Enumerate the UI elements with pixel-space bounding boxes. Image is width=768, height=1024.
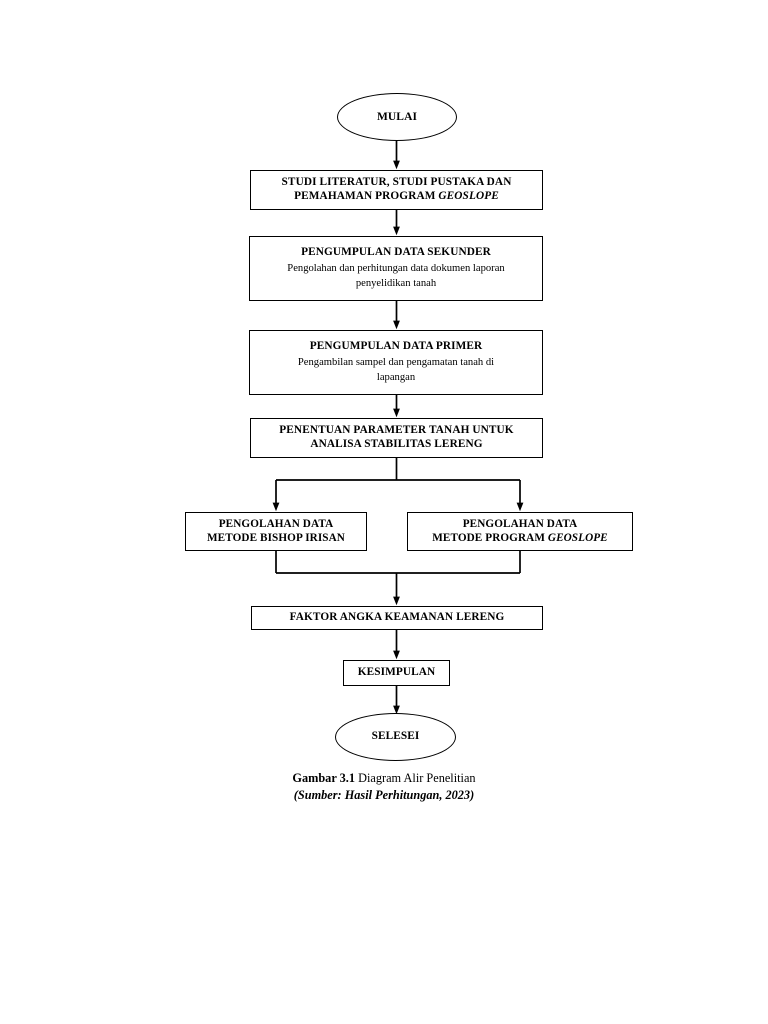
flow-node-literature-study[interactable]: STUDI LITERATUR, STUDI PUSTAKA DAN PEMAH… [250, 170, 543, 210]
figure-caption-title: Gambar 3.1 Diagram Alir Penelitian [0, 770, 768, 787]
flow-node-geoslope-method-line2: METODE PROGRAM GEOSLOPE [432, 532, 608, 546]
figure-caption-source: (Sumber: Hasil Perhitungan, 2023) [293, 787, 475, 802]
flow-node-literature-study-line2-prefix: PEMAHAMAN PROGRAM [294, 190, 439, 202]
flow-node-safety-factor[interactable]: FAKTOR ANGKA KEAMANAN LERENG [251, 606, 543, 630]
figure-number: Gambar 3.1 [292, 771, 356, 785]
flow-node-primary-data-sub1: Pengambilan sampel dan pengamatan tanah … [297, 357, 495, 369]
flow-node-conclusion-label: KESIMPULAN [357, 666, 436, 679]
flow-node-safety-factor-label: FAKTOR ANGKA KEAMANAN LERENG [289, 611, 505, 624]
flow-node-end[interactable]: SELESEI [335, 713, 456, 761]
flow-node-secondary-data[interactable]: PENGUMPULAN DATA SEKUNDER Pengolahan dan… [249, 236, 543, 301]
flow-node-bishop-method-line1: PENGOLAHAN DATA [218, 517, 334, 530]
flow-node-literature-study-line1: STUDI LITERATUR, STUDI PUSTAKA DAN [281, 176, 512, 189]
flow-node-literature-study-line2-italic: GEOSLOPE [438, 190, 499, 202]
flow-node-secondary-data-title: PENGUMPULAN DATA SEKUNDER [301, 246, 491, 259]
flow-node-geoslope-method-line2-italic: GEOSLOPE [547, 531, 608, 544]
flow-node-primary-data[interactable]: PENGUMPULAN DATA PRIMER Pengambilan samp… [249, 330, 543, 395]
flow-node-end-label: SELESEI [371, 730, 420, 743]
flow-node-secondary-data-sub1: Pengolahan dan perhitungan data dokumen … [287, 263, 505, 275]
flow-node-bishop-method[interactable]: PENGOLAHAN DATA METODE BISHOP IRISAN [185, 512, 367, 551]
flow-node-primary-data-title: PENGUMPULAN DATA PRIMER [309, 340, 483, 353]
flow-node-geoslope-method-line2-prefix: METODE PROGRAM [432, 531, 548, 544]
flow-node-bishop-method-line2: METODE BISHOP IRISAN [207, 531, 345, 544]
flow-node-start-label: MULAI [376, 110, 418, 123]
flow-node-conclusion[interactable]: KESIMPULAN [343, 660, 450, 686]
figure-title-text: Diagram Alir Penelitian [355, 771, 476, 785]
flow-node-parameter-determination-line1: PENENTUAN PARAMETER TANAH UNTUK [279, 424, 514, 437]
figure-caption: Gambar 3.1 Diagram Alir Penelitian (Sumb… [0, 770, 768, 803]
flow-node-start[interactable]: MULAI [337, 93, 457, 141]
flow-node-parameter-determination[interactable]: PENENTUAN PARAMETER TANAH UNTUK ANALISA … [250, 418, 543, 458]
flow-node-geoslope-method-line1: PENGOLAHAN DATA [462, 517, 578, 530]
flow-node-primary-data-sub2: lapangan [376, 372, 416, 384]
flow-node-parameter-determination-line2: ANALISA STABILITAS LERENG [310, 438, 483, 450]
flow-node-secondary-data-sub2: penyelidikan tanah [355, 278, 437, 290]
flow-node-geoslope-method[interactable]: PENGOLAHAN DATA METODE PROGRAM GEOSLOPE [407, 512, 633, 551]
flow-node-literature-study-line2: PEMAHAMAN PROGRAM GEOSLOPE [294, 190, 499, 204]
